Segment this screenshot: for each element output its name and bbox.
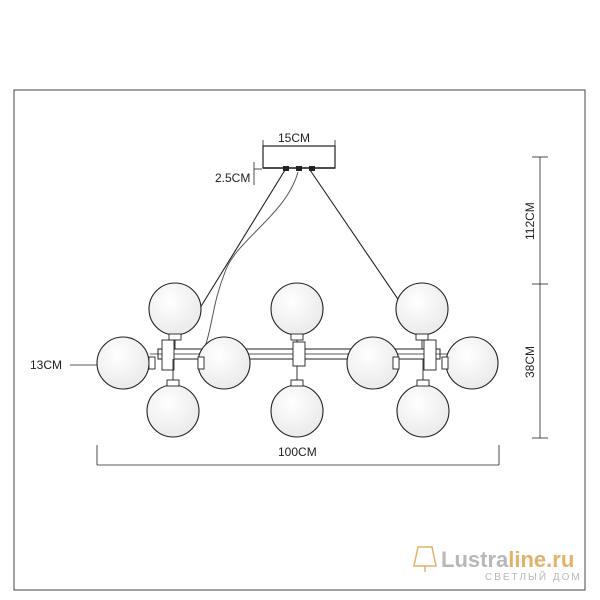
canopy-width-label: 15CM (278, 131, 310, 145)
globe (395, 282, 449, 336)
vertical-dimensions: 112CM 38CM (523, 156, 548, 439)
suspension-cables (199, 169, 405, 351)
globe-sockets (148, 333, 449, 387)
body-height-label: 38CM (523, 346, 537, 378)
canopy (262, 145, 336, 171)
globe-diameter-label: 13CM (30, 358, 62, 372)
globe (445, 336, 499, 390)
drawing-frame (13, 89, 586, 591)
cable-length-label: 112CM (523, 202, 537, 240)
globe (96, 336, 150, 390)
canopy-height-dimension: 2.5CM (215, 162, 262, 185)
globe (148, 282, 202, 336)
watermark-tagline: СВЕТЛЫЙ ДОМ (485, 570, 582, 583)
globe (146, 384, 200, 438)
globe-diameter-dimension: 13CM (30, 358, 97, 372)
globe (346, 336, 400, 390)
globe (270, 384, 324, 438)
canopy-width-dimension: 15CM (262, 131, 336, 148)
canopy-height-label: 2.5CM (215, 171, 250, 185)
watermark-brand: Lustraline.ru (441, 547, 574, 572)
globe (270, 282, 324, 336)
total-width-label: 100CM (278, 445, 317, 459)
globe (396, 384, 450, 438)
watermark-logo: Lustraline.ru СВЕТЛЫЙ ДОМ (413, 546, 582, 583)
chandelier-bar (150, 339, 448, 371)
globe (197, 336, 251, 390)
total-width-dimension: 100CM (96, 445, 500, 466)
